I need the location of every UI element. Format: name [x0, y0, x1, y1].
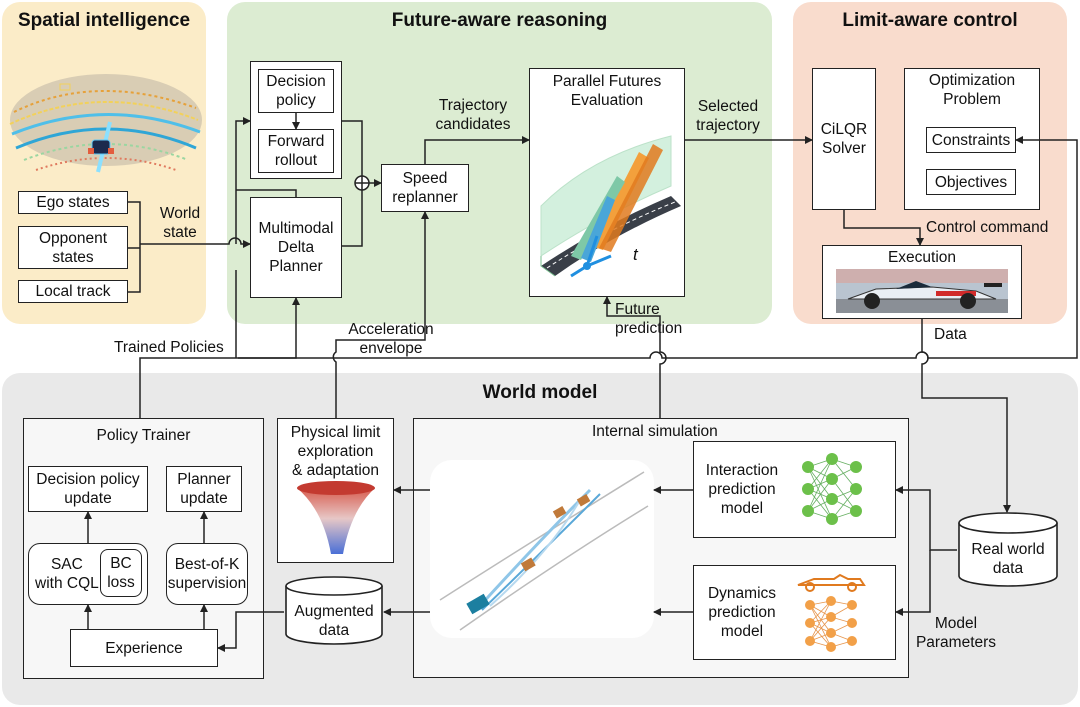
world-model-title: World model: [482, 382, 598, 403]
decision-policy-box: Decision policy: [258, 69, 334, 113]
acceleration-envelope-label: Acceleration envelope: [348, 321, 434, 357]
trajectory-candidates-label: Trajectory candidates: [435, 97, 511, 133]
parallel-futures-3d-plot: [540, 135, 681, 278]
constraints-box: Constraints: [926, 127, 1016, 153]
data-label: Data: [934, 326, 967, 343]
model-parameters-label: Model Parameters: [915, 615, 997, 651]
interaction-prediction-model-box: Interaction prediction model: [693, 441, 896, 538]
multimodal-delta-planner-box: Multimodal Delta Planner: [250, 197, 342, 298]
local-track-box: Local track: [18, 280, 128, 303]
decision-policy-update-box: Decision policy update: [28, 466, 148, 512]
bc-loss-box: BC loss: [100, 549, 142, 597]
trained-policies-label: Trained Policies: [114, 339, 224, 356]
sac-with-cql-label: SAC with CQL: [35, 556, 99, 592]
world-state-label: World state: [159, 205, 201, 241]
real-world-data-label: Real world data: [971, 541, 1045, 577]
spatial-intelligence-title: Spatial intelligence: [17, 10, 191, 31]
physical-limit-label: Physical limit exploration & adaptation: [290, 424, 381, 479]
limit-aware-control-title: Limit-aware control: [842, 10, 1018, 31]
forward-rollout-box: Forward rollout: [258, 129, 334, 173]
execution-box: Execution: [822, 245, 1022, 319]
dynamics-neural-network-icon: [805, 595, 857, 652]
augmented-data-cylinder: [285, 576, 383, 645]
execution-title: Execution: [887, 249, 957, 266]
augmented-data-label: Augmented data: [294, 603, 374, 639]
ego-states-box: Ego states: [18, 191, 128, 214]
spatial-intelligence-panel: [2, 2, 206, 324]
parallel-futures-evaluation-title: Parallel Futures Evaluation: [552, 73, 662, 109]
dynamics-prediction-model-label: Dynamics prediction model: [707, 585, 777, 640]
control-command-label: Control command: [926, 219, 1049, 236]
race-car-icon: [797, 573, 866, 592]
experience-box: Experience: [70, 629, 218, 667]
interaction-prediction-model-label: Interaction prediction model: [705, 462, 779, 517]
dynamics-prediction-model-box: Dynamics prediction model: [693, 565, 896, 660]
internal-simulation-track-view: [430, 460, 654, 638]
planner-update-box: Planner update: [166, 466, 242, 512]
objectives-box: Objectives: [926, 169, 1016, 195]
time-axis-label: t: [633, 245, 638, 264]
cilqr-solver-box: CiLQR Solver: [812, 68, 876, 210]
policy-trainer-title: Policy Trainer: [96, 427, 191, 444]
real-world-data-cylinder: [958, 512, 1058, 587]
opponent-states-box: Opponent states: [18, 226, 128, 269]
future-aware-reasoning-title: Future-aware reasoning: [391, 10, 608, 31]
selected-trajectory-label: Selected trajectory: [696, 98, 760, 134]
future-prediction-label: Future prediction: [615, 301, 683, 337]
internal-simulation-title: Internal simulation: [592, 423, 718, 440]
physical-limit-box: Physical limit exploration & adaptation: [277, 418, 394, 563]
interaction-neural-network-icon: [802, 452, 862, 525]
race-car-photo: [836, 269, 1008, 313]
optimization-problem-title: Optimization Problem: [928, 72, 1016, 108]
racing-track-visualization: [9, 74, 202, 173]
physical-limit-funnel-plot: [296, 481, 375, 554]
